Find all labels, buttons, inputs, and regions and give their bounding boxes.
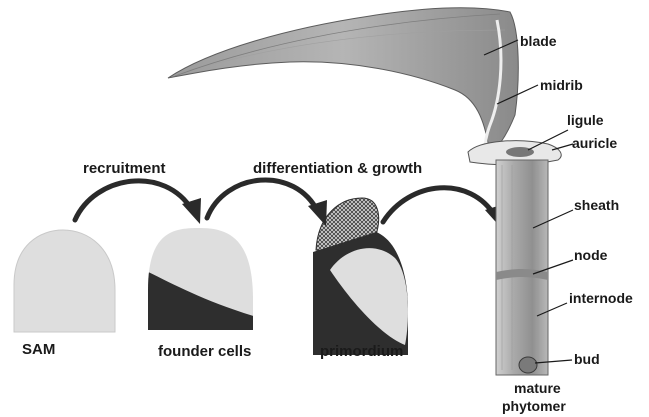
- sam-dome: [14, 230, 115, 332]
- differentiation-growth-label: differentiation & growth: [253, 160, 422, 177]
- founder-cells-label: founder cells: [158, 343, 251, 360]
- founder-cells-dome: [140, 228, 260, 340]
- recruitment-label: recruitment: [83, 160, 166, 177]
- node-label: node: [574, 247, 608, 263]
- bud-shape: [519, 357, 537, 373]
- mature-label: mature: [514, 380, 561, 396]
- bud-label: bud: [574, 351, 600, 367]
- growth-arrow: [383, 188, 495, 222]
- midrib-label: midrib: [540, 77, 583, 93]
- ligule-label: ligule: [567, 112, 604, 128]
- phytomer-label: phytomer: [502, 398, 566, 414]
- internode-label: internode: [569, 290, 633, 306]
- primordium-dome: [313, 198, 408, 355]
- sam-label: SAM: [22, 341, 55, 358]
- primordium-label: primordium: [320, 343, 403, 360]
- arrows: [75, 180, 495, 222]
- auricle-label: auricle: [572, 135, 617, 151]
- leaf-blade: [168, 8, 518, 155]
- blade-label: blade: [520, 33, 557, 49]
- recruitment-arrow: [75, 181, 192, 220]
- sheath-label: sheath: [574, 197, 619, 213]
- differentiation-arrow: [207, 180, 318, 218]
- sheath-stem: [496, 160, 548, 375]
